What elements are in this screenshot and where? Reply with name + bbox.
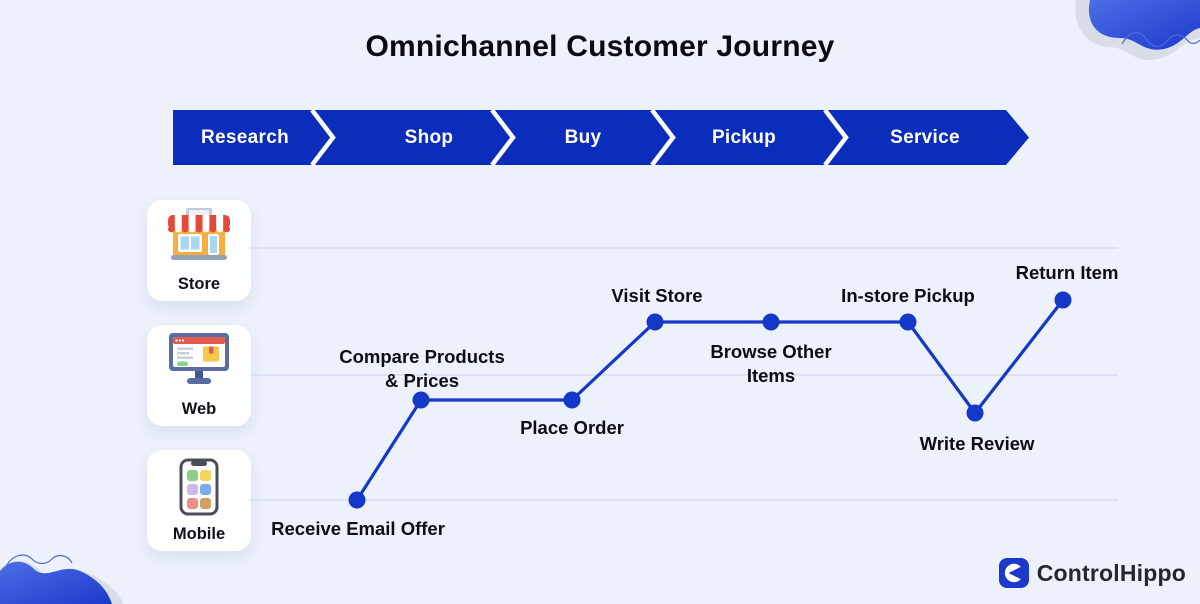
journey-point (1054, 291, 1072, 309)
brand-logo-text: ControlHippo (1036, 559, 1186, 586)
stage-arrow-bar (173, 110, 1029, 166)
channel-card-web: Web (147, 325, 251, 426)
page-title: Omnichannel Customer Journey (365, 30, 835, 63)
stage-divider-chevron (650, 110, 676, 166)
stage-divider-chevron (490, 110, 516, 166)
journey-point (412, 391, 430, 409)
channel-card-mobile: Mobile (147, 450, 251, 551)
journey-label-write-review: Write Review (919, 432, 1035, 454)
stage-divider-chevron (823, 110, 849, 166)
journey-label-return-item: Return Item (1015, 261, 1119, 283)
journey-label-place-order: Place Order (520, 416, 624, 438)
storefront-icon (168, 208, 230, 260)
journey-point (646, 313, 664, 331)
decor-blob-bottom-left (0, 554, 124, 604)
journey-line (355, 298, 1065, 502)
journey-label-in-store-pickup: In-store Pickup (841, 284, 975, 306)
channel-card-store: Store (147, 200, 251, 301)
journey-label-visit-store: Visit Store (611, 284, 703, 306)
journey-label-browse-other-items: Browse Other Items (710, 340, 832, 386)
stage-label-buy: Buy (564, 127, 602, 148)
stage-label-pickup: Pickup (711, 127, 777, 148)
journey-point (966, 404, 984, 422)
stage-divider-chevron (310, 110, 336, 166)
journey-point (563, 391, 581, 409)
stage-label-shop: Shop (404, 127, 454, 148)
channel-label-web: Web (181, 400, 217, 418)
journey-point (899, 313, 917, 331)
journey-point (348, 491, 366, 509)
journey-label-receive-email-offer: Receive Email Offer (271, 517, 445, 539)
channel-label-mobile: Mobile (172, 525, 226, 543)
journey-label-compare-products: Compare Products & Prices (339, 345, 505, 391)
stage-label-service: Service (890, 127, 960, 148)
smartphone-icon (179, 458, 219, 516)
stage-arrow-shape (173, 110, 1029, 165)
controlhippo-logo-icon (998, 558, 1029, 588)
brand-logo: ControlHippo (998, 558, 1186, 588)
stage-label-research: Research (201, 127, 289, 148)
desktop-monitor-icon (169, 333, 229, 384)
journey-point (762, 313, 780, 331)
channel-label-store: Store (177, 275, 221, 293)
